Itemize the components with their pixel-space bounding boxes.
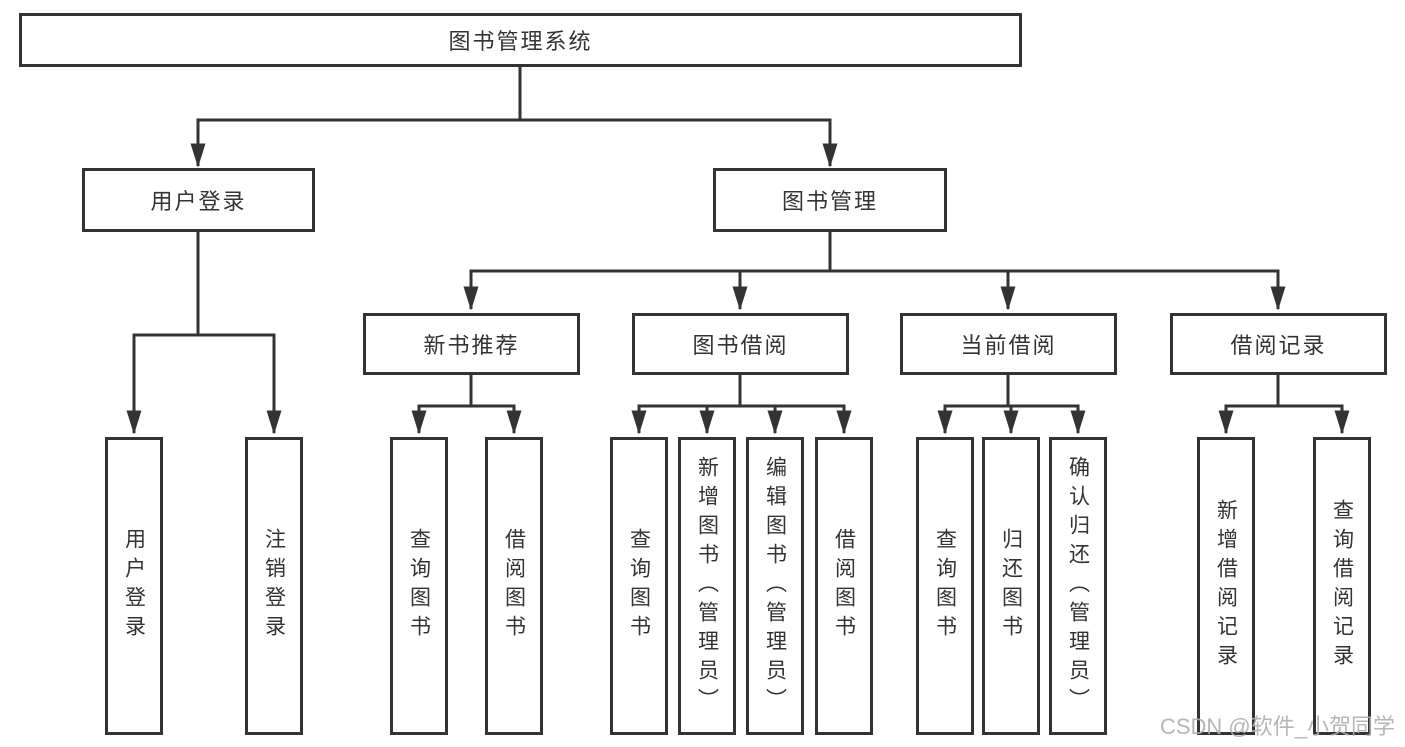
node-new-book-recommend-label: 新书推荐 <box>423 333 520 358</box>
node-book-borrow-label: 图书借阅 <box>692 333 789 358</box>
leaf-add-book-admin-label: 新增图书（管理员） <box>695 455 719 717</box>
node-borrow-records-label: 借阅记录 <box>1230 333 1327 358</box>
leaf-add-book-admin: 新增图书（管理员） <box>678 437 736 735</box>
leaf-query-borrow-record-label: 查询借阅记录 <box>1330 499 1354 673</box>
node-current-borrow-label: 当前借阅 <box>960 333 1057 358</box>
node-user-login: 用户登录 <box>82 168 315 232</box>
leaf-add-borrow-record-label: 新增借阅记录 <box>1214 499 1238 673</box>
leaf-query-books-recommend-label: 查询图书 <box>407 528 431 644</box>
leaf-query-books-current: 查询图书 <box>916 437 974 735</box>
connector-root-to-level2 <box>190 67 838 168</box>
leaf-confirm-return-admin-label: 确认归还（管理员） <box>1066 455 1090 717</box>
leaf-return-book: 归还图书 <box>982 437 1040 735</box>
connector-book-borrow-branch <box>631 375 852 435</box>
leaf-logout-label: 注销登录 <box>262 528 286 644</box>
leaf-query-books-recommend: 查询图书 <box>390 437 448 735</box>
leaf-query-borrow-record: 查询借阅记录 <box>1313 437 1371 735</box>
connector-borrow-record-branch <box>1218 375 1350 435</box>
leaf-query-books-borrow: 查询图书 <box>610 437 668 735</box>
connector-user-login-branch <box>126 232 282 435</box>
leaf-edit-book-admin-label: 编辑图书（管理员） <box>763 455 787 717</box>
csdn-watermark: CSDN @软件_小贺同学 <box>1159 714 1395 739</box>
leaf-logout: 注销登录 <box>245 437 303 735</box>
node-library-system: 图书管理系统 <box>19 13 1022 67</box>
leaf-add-borrow-record: 新增借阅记录 <box>1197 437 1255 735</box>
leaf-borrow-books-recommend: 借阅图书 <box>485 437 543 735</box>
leaf-borrow-books: 借阅图书 <box>815 437 873 735</box>
leaf-edit-book-admin: 编辑图书（管理员） <box>746 437 804 735</box>
connector-new-book-branch <box>411 375 522 435</box>
connector-current-borrow-branch <box>937 375 1086 435</box>
node-new-book-recommend: 新书推荐 <box>363 313 580 375</box>
node-book-management: 图书管理 <box>713 168 947 232</box>
connector-book-management-branch <box>463 232 1286 311</box>
leaf-borrow-books-label: 借阅图书 <box>832 528 856 644</box>
node-book-borrow: 图书借阅 <box>632 313 849 375</box>
leaf-query-books-borrow-label: 查询图书 <box>627 528 651 644</box>
leaf-user-login-label: 用户登录 <box>122 528 146 644</box>
node-book-management-label: 图书管理 <box>781 189 878 214</box>
leaf-user-login: 用户登录 <box>105 437 163 735</box>
node-current-borrow: 当前借阅 <box>900 313 1117 375</box>
node-library-system-label: 图书管理系统 <box>448 29 593 54</box>
node-borrow-records: 借阅记录 <box>1170 313 1387 375</box>
leaf-return-book-label: 归还图书 <box>999 528 1023 644</box>
leaf-confirm-return-admin: 确认归还（管理员） <box>1049 437 1107 735</box>
leaf-query-books-current-label: 查询图书 <box>933 528 957 644</box>
node-user-login-label: 用户登录 <box>150 189 247 214</box>
leaf-borrow-books-recommend-label: 借阅图书 <box>502 528 526 644</box>
